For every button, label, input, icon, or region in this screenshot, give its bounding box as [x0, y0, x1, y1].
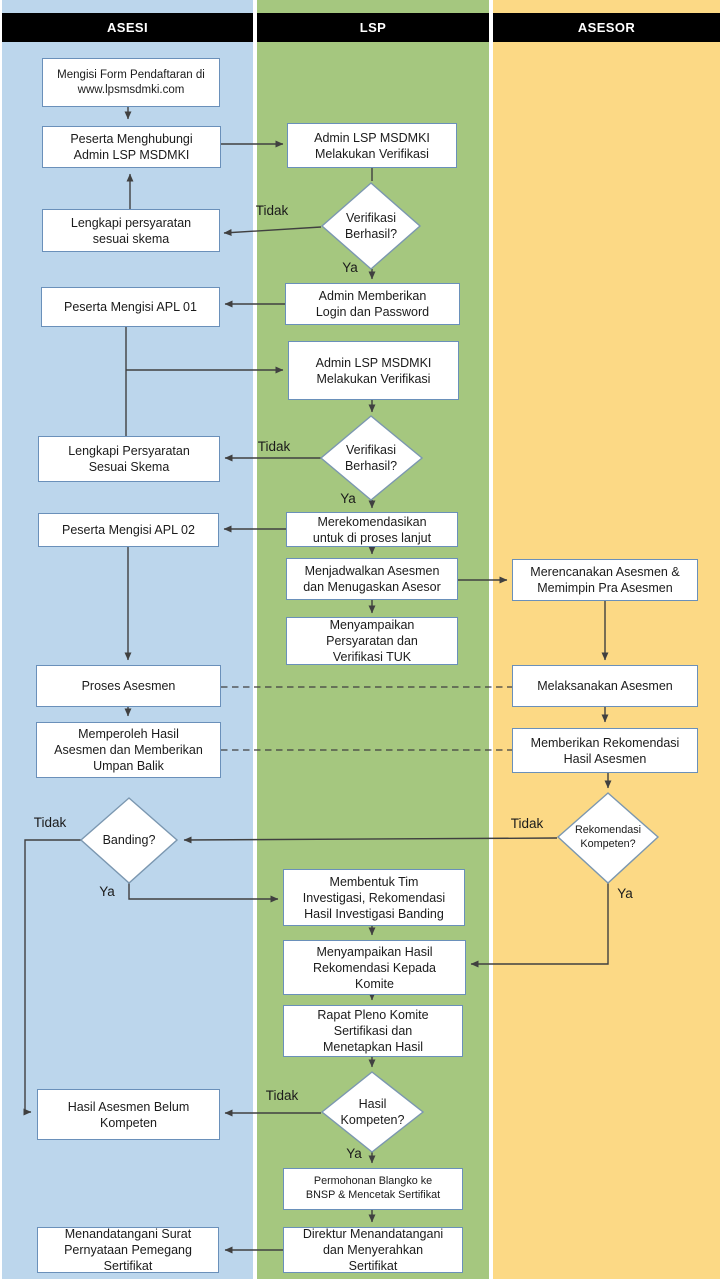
- node-melaksanakan-asesmen: Melaksanakan Asesmen: [512, 665, 698, 707]
- decision-label-verifikasi-2: Verifikasi Berhasil?: [344, 442, 398, 473]
- node-menyampaikan-hasil-rekomendasi: Menyampaikan Hasil Rekomendasi Kepada Ko…: [283, 940, 466, 995]
- lane-header-lsp: LSP: [257, 13, 489, 42]
- branch-ya-d3: Ya: [99, 884, 115, 899]
- branch-ya-d5: Ya: [346, 1146, 362, 1161]
- lane-asesi: [2, 0, 253, 1279]
- lane-asesor: [493, 0, 720, 1279]
- node-peserta-menghubungi-admin: Peserta Menghubungi Admin LSP MSDMKI: [42, 126, 221, 168]
- branch-tidak-d2: Tidak: [257, 439, 291, 454]
- node-rapat-pleno-komite: Rapat Pleno Komite Sertifikasi dan Menet…: [283, 1005, 463, 1057]
- node-admin-verifikasi-1: Admin LSP MSDMKI Melakukan Verifikasi: [287, 123, 457, 168]
- node-menandatangani-surat-pernyataan: Menandatangani Surat Pernyataan Pemegang…: [37, 1227, 219, 1273]
- node-proses-asesmen: Proses Asesmen: [36, 665, 221, 707]
- node-peserta-mengisi-apl-02: Peserta Mengisi APL 02: [38, 513, 219, 547]
- node-menjadwalkan-asesmen: Menjadwalkan Asesmen dan Menugaskan Ases…: [286, 558, 458, 600]
- node-merencanakan-asesmen: Merencanakan Asesmen & Memimpin Pra Ases…: [512, 559, 698, 601]
- lane-title: LSP: [359, 20, 387, 35]
- node-merekomendasikan-proses-lanjut: Merekomendasikan untuk di proses lanjut: [286, 512, 458, 547]
- branch-ya-d1: Ya: [342, 260, 358, 275]
- lane-header-asesi: ASESI: [2, 13, 253, 42]
- node-membentuk-tim-investigasi: Membentuk Tim Investigasi, Rekomendasi H…: [283, 869, 465, 926]
- decision-label-hasil-kompeten: Hasil Kompeten?: [340, 1096, 405, 1127]
- lane-title: ASESI: [106, 20, 148, 35]
- node-peserta-mengisi-apl-01: Peserta Mengisi APL 01: [41, 287, 220, 327]
- node-mengisi-form: Mengisi Form Pendaftaran di www.lpsmsdmk…: [42, 58, 220, 107]
- node-direktur-menandatangani: Direktur Menandatangani dan Menyerahkan …: [283, 1227, 463, 1273]
- decision-label-rekomendasi-kompeten: Rekomendasi Kompeten?: [574, 823, 641, 850]
- decision-label-verifikasi-1: Verifikasi Berhasil?: [344, 210, 398, 241]
- branch-ya-d4: Ya: [617, 886, 633, 901]
- node-admin-verifikasi-2: Admin LSP MSDMKI Melakukan Verifikasi: [288, 341, 459, 400]
- lane-header-asesor: ASESOR: [493, 13, 720, 42]
- node-menyampaikan-persyaratan-tuk: Menyampaikan Persyaratan dan Verifikasi …: [286, 617, 458, 665]
- branch-tidak-d4: Tidak: [510, 816, 544, 831]
- node-memperoleh-hasil-asesmen: Memperoleh Hasil Asesmen dan Memberikan …: [36, 722, 221, 778]
- lane-title: ASESOR: [577, 20, 636, 35]
- branch-tidak-d1: Tidak: [255, 203, 289, 218]
- node-lengkapi-persyaratan-1: Lengkapi persyaratan sesuai skema: [42, 209, 220, 252]
- decision-label-banding: Banding?: [102, 832, 156, 847]
- branch-tidak-d5: Tidak: [265, 1088, 299, 1103]
- node-hasil-asesmen-belum-kompeten: Hasil Asesmen Belum Kompeten: [37, 1089, 220, 1140]
- branch-tidak-d3: Tidak: [33, 815, 67, 830]
- node-admin-memberikan-login: Admin Memberikan Login dan Password: [285, 283, 460, 325]
- node-permohonan-blangko: Permohonan Blangko ke BNSP & Mencetak Se…: [283, 1168, 463, 1210]
- branch-ya-d2: Ya: [340, 491, 356, 506]
- node-memberikan-rekomendasi-hasil: Memberikan Rekomendasi Hasil Asesmen: [512, 728, 698, 773]
- node-lengkapi-persyaratan-2: Lengkapi Persyaratan Sesuai Skema: [38, 436, 220, 482]
